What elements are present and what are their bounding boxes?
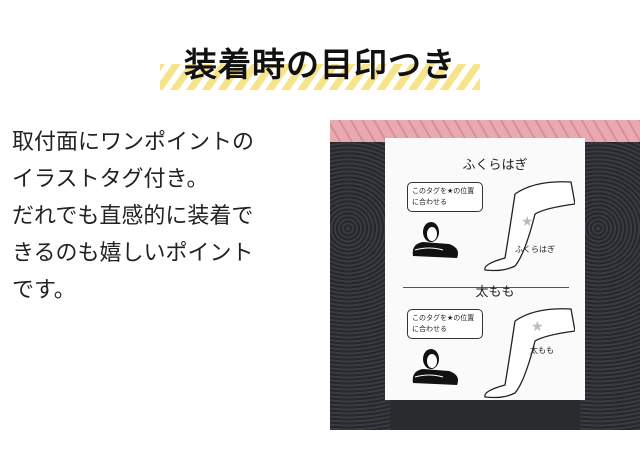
description-line: だれでも直感的に装着で (12, 204, 254, 229)
speech-bubble: このタグを★の位置に合わせる (407, 182, 483, 212)
bubble-line: このタグを★の位置 (412, 314, 475, 322)
leg-illustration: ★ (484, 308, 575, 399)
person-illustration (412, 222, 458, 258)
pink-band (330, 120, 640, 142)
tag-section-thigh: 太もも このタグを★の位置に合わせる ★ 太もも (385, 265, 585, 399)
star-icon: ★ (521, 214, 534, 230)
star-icon: ★ (531, 319, 544, 335)
tag-divider (403, 287, 569, 288)
description-line: イラストタグ付き。 (12, 167, 209, 192)
position-label: ふくらはぎ (515, 245, 555, 254)
page-title: 装着時の目印つき (184, 45, 456, 84)
bubble-line: に合わせる (412, 325, 447, 333)
description-line: きるのも嬉しいポイント (12, 241, 254, 266)
product-photo: ふくらはぎ このタグを★の位置に合わせる ★ ふくらはぎ 太もも このタグを★の… (330, 120, 640, 430)
position-label: 太もも (530, 346, 554, 355)
tag-heading: ふくらはぎ (462, 158, 528, 173)
fabric-left (330, 142, 390, 430)
tag-heading: 太もも (475, 285, 515, 300)
bubble-line: このタグを★の位置 (412, 187, 475, 195)
description-line: 取付面にワンポイントの (12, 130, 255, 155)
fabric-right (580, 142, 640, 430)
tag-section-calf: ふくらはぎ このタグを★の位置に合わせる ★ ふくらはぎ (385, 138, 585, 272)
leg-illustration: ★ (484, 181, 575, 272)
description-line: です。 (12, 278, 76, 303)
description: 取付面にワンポイントの イラストタグ付き。 だれでも直感的に装着で きるのも嬉し… (12, 124, 254, 309)
speech-bubble: このタグを★の位置に合わせる (407, 309, 483, 339)
title-highlight-stripe (160, 64, 480, 90)
bubble-line: に合わせる (412, 198, 447, 206)
illustration-tag: ふくらはぎ このタグを★の位置に合わせる ★ ふくらはぎ 太もも このタグを★の… (385, 138, 585, 400)
person-illustration (412, 349, 458, 385)
